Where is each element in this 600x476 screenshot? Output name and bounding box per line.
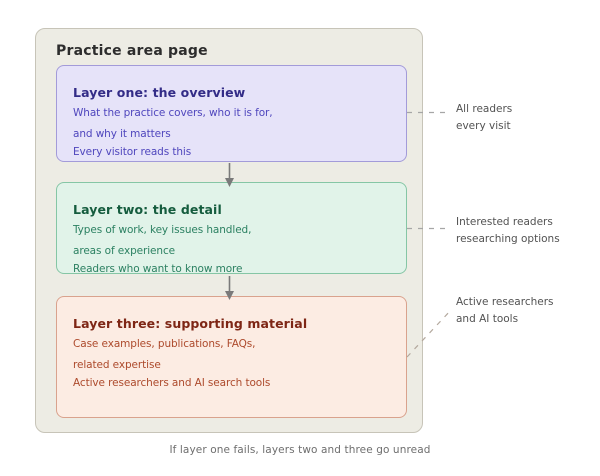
annotation-line: Active researchers (456, 296, 554, 308)
layer-three-line-1: Case examples, publications, FAQs, (73, 338, 256, 350)
layer-two-title: Layer two: the detail (73, 202, 222, 217)
practice-area-page-box: Practice area page Layer one: the overvi… (35, 28, 423, 433)
layer-three-line-2: related expertise (73, 359, 161, 371)
layer-one-box: Layer one: the overview What the practic… (56, 65, 407, 162)
layer-one-line-3: Every visitor reads this (73, 146, 192, 158)
annotation-interested-readers: Interested readers researching options (456, 214, 560, 247)
annotation-line: every visit (456, 119, 511, 132)
annotation-line: and AI tools (456, 312, 519, 325)
layer-two-line-2: areas of experience (73, 245, 175, 257)
annotation-line: Interested readers (456, 216, 553, 228)
annotation-all-readers: All readers every visit (456, 101, 512, 134)
layer-three-line-3: Active researchers and AI search tools (73, 377, 271, 389)
layer-one-line-2: and why it matters (73, 128, 171, 140)
annotation-line: All readers (456, 103, 513, 115)
annotation-active-researchers: Active researchers and AI tools (456, 294, 554, 327)
footer-caption: If layer one fails, layers two and three… (169, 444, 431, 456)
layer-two-box: Layer two: the detail Types of work, key… (56, 182, 407, 275)
layer-one-line-1: What the practice covers, who it is for, (73, 107, 273, 119)
layer-one-title: Layer one: the overview (73, 85, 246, 100)
layer-three-box: Layer three: supporting material Case ex… (56, 296, 407, 418)
page-title: Practice area page (56, 43, 208, 59)
annotation-line: researching options (456, 232, 560, 245)
layer-three-title: Layer three: supporting material (73, 316, 308, 331)
layer-two-line-1: Types of work, key issues handled, (73, 224, 252, 236)
layer-two-line-3: Readers who want to know more (73, 263, 243, 275)
